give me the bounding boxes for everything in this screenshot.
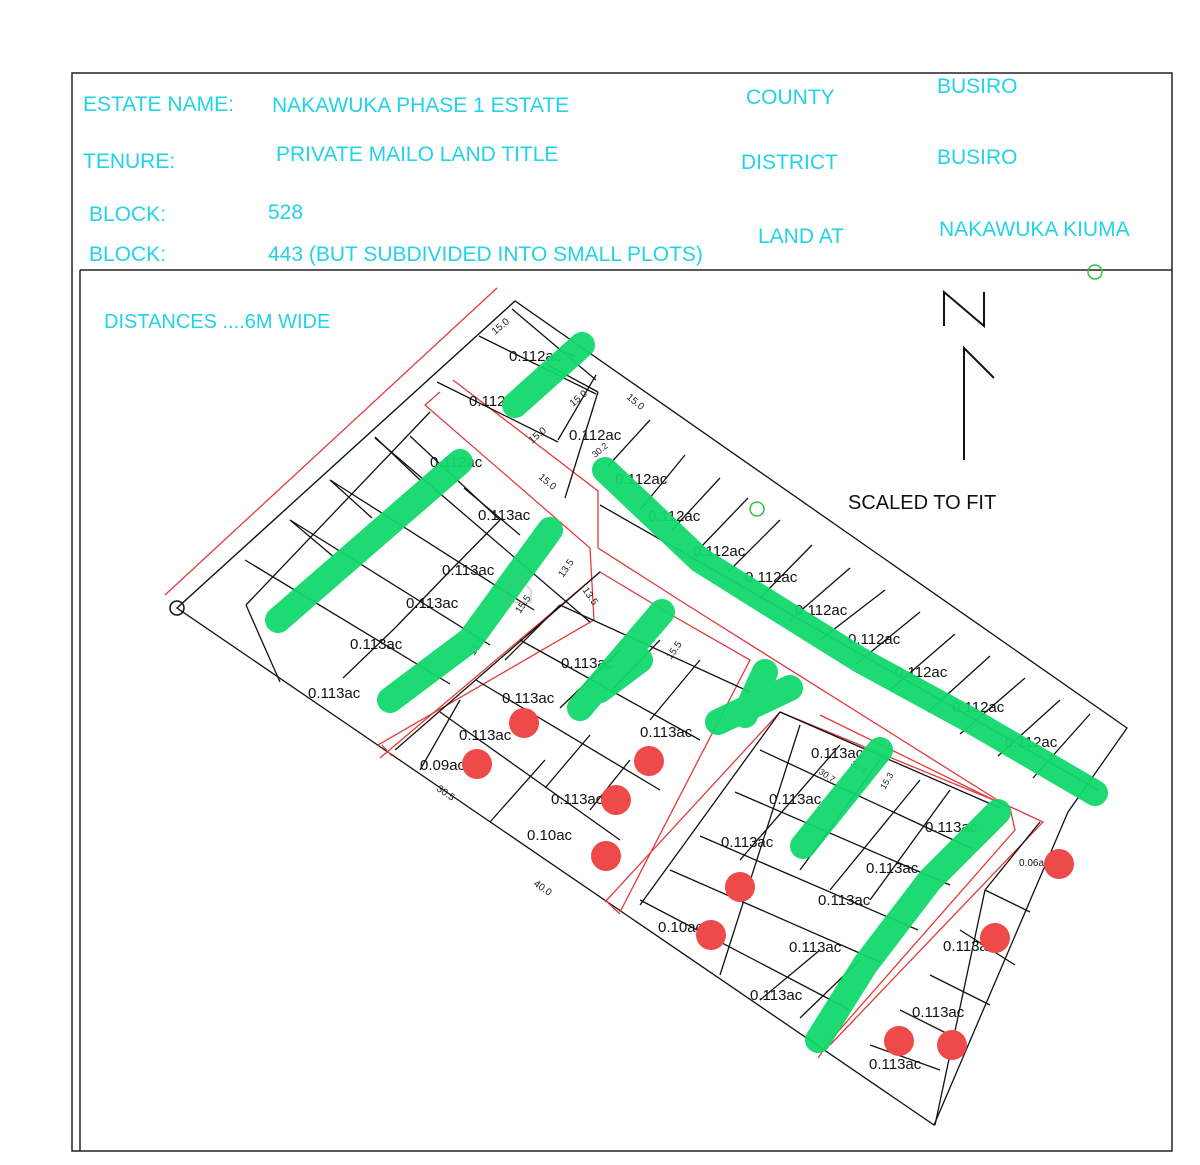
block1-label: BLOCK:: [89, 203, 166, 226]
county-label: COUNTY: [746, 86, 835, 109]
watermark-house-icon: [504, 576, 532, 603]
control-point-marker: [169, 600, 185, 616]
available-plot-dot: [884, 1026, 914, 1056]
plot-area-label: 0.113ac: [789, 939, 842, 956]
district-label: DISTRICT: [741, 151, 838, 174]
sold-plot-markings: [265, 332, 1108, 1053]
plot-area-label: 0.113ac: [442, 562, 495, 579]
plot-area-label: 0.113ac: [551, 791, 604, 808]
plot-area-label: 0.09ac: [420, 757, 466, 774]
block2-value: 443 (BUT SUBDIVIDED INTO SMALL PLOTS): [268, 243, 703, 266]
plot-area-label: 0.113ac: [308, 685, 361, 702]
north-arrow-icon: [943, 289, 995, 460]
control-point-marker: [1087, 264, 1103, 280]
available-plot-dot: [462, 749, 492, 779]
plot-area-label: 0.113ac: [406, 595, 459, 612]
plot-area-label: 0.10ac: [658, 919, 704, 936]
map-frame: [71, 72, 1173, 1152]
available-plot-dot: [509, 708, 539, 738]
plot-area-label: 0.113ac: [912, 1004, 965, 1021]
scale-note: SCALED TO FIT: [848, 492, 996, 514]
dimension-label: 15.0: [624, 392, 646, 413]
tenure-label: TENURE:: [83, 150, 175, 173]
tenure-value: PRIVATE MAILO LAND TITLE: [276, 143, 558, 166]
plot-area-label: 0.113ac: [811, 745, 864, 762]
dimension-label: 30.5: [434, 783, 457, 803]
available-plot-dot: [980, 923, 1010, 953]
block2-label: BLOCK:: [89, 243, 166, 266]
available-plot-dot: [634, 746, 664, 776]
dimension-label: 30.7: [817, 766, 837, 784]
available-plot-dot: [601, 785, 631, 815]
plot-area-label: 0.113ac: [721, 834, 774, 851]
dimension-label: 13.5: [556, 557, 576, 580]
plot-grid: [244, 308, 1099, 1126]
plot-area-label: 0.113ac: [478, 507, 531, 524]
block1-value: 528: [268, 201, 303, 224]
estate-name-label: ESTATE NAME:: [83, 93, 234, 116]
dimension-label: 40.0: [531, 878, 554, 898]
plot-area-label: 0.113ac: [869, 1056, 922, 1073]
title-block: ESTATE NAME: NAKAWUKA PHASE 1 ESTATE TEN…: [83, 75, 1130, 266]
district-value: BUSIRO: [937, 146, 1018, 169]
available-plot-dot: [1044, 849, 1074, 879]
available-plot-dot: [591, 841, 621, 871]
estate-name-value: NAKAWUKA PHASE 1 ESTATE: [272, 94, 569, 117]
county-value: BUSIRO: [937, 75, 1018, 98]
plot-area-label: 0.113ac: [866, 860, 919, 877]
available-plot-dot: [937, 1030, 967, 1060]
plot-area-label: 0.113ac: [818, 892, 871, 909]
plot-area-label: 0.06ac: [1019, 858, 1049, 869]
dimension-label: 15.0: [490, 316, 512, 337]
land-at-label: LAND AT: [758, 225, 844, 248]
plot-area-label: 0.113ac: [459, 727, 512, 744]
plot-area-label: 0.112ac: [569, 427, 622, 444]
plot-area-label: 0.112: [469, 393, 505, 410]
control-point-marker: [749, 501, 765, 517]
dimension-label: 15.3: [878, 771, 895, 791]
distances-note: DISTANCES ....6M WIDE: [104, 311, 330, 333]
plot-area-label: 0.113ac: [750, 987, 803, 1004]
plot-area-label: 0.112ac: [848, 631, 901, 648]
dimension-label: 13.5: [580, 585, 600, 608]
available-plot-markers: [462, 708, 1074, 1060]
dimension-label: 15.0: [536, 472, 558, 493]
available-plot-dot: [725, 872, 755, 902]
plot-area-label: 0.113ac: [350, 636, 403, 653]
plot-area-label: 0.113ac: [640, 724, 693, 741]
plot-area-label: 0.10ac: [527, 827, 573, 844]
road-edge: [164, 287, 498, 596]
plot-area-label: 0.113ac: [769, 791, 822, 808]
land-at-value: NAKAWUKA KIUMA: [939, 218, 1130, 241]
plot-area-label: 0.113ac: [502, 690, 555, 707]
dimension-label: 15.5: [664, 639, 684, 662]
available-plot-dot: [696, 920, 726, 950]
